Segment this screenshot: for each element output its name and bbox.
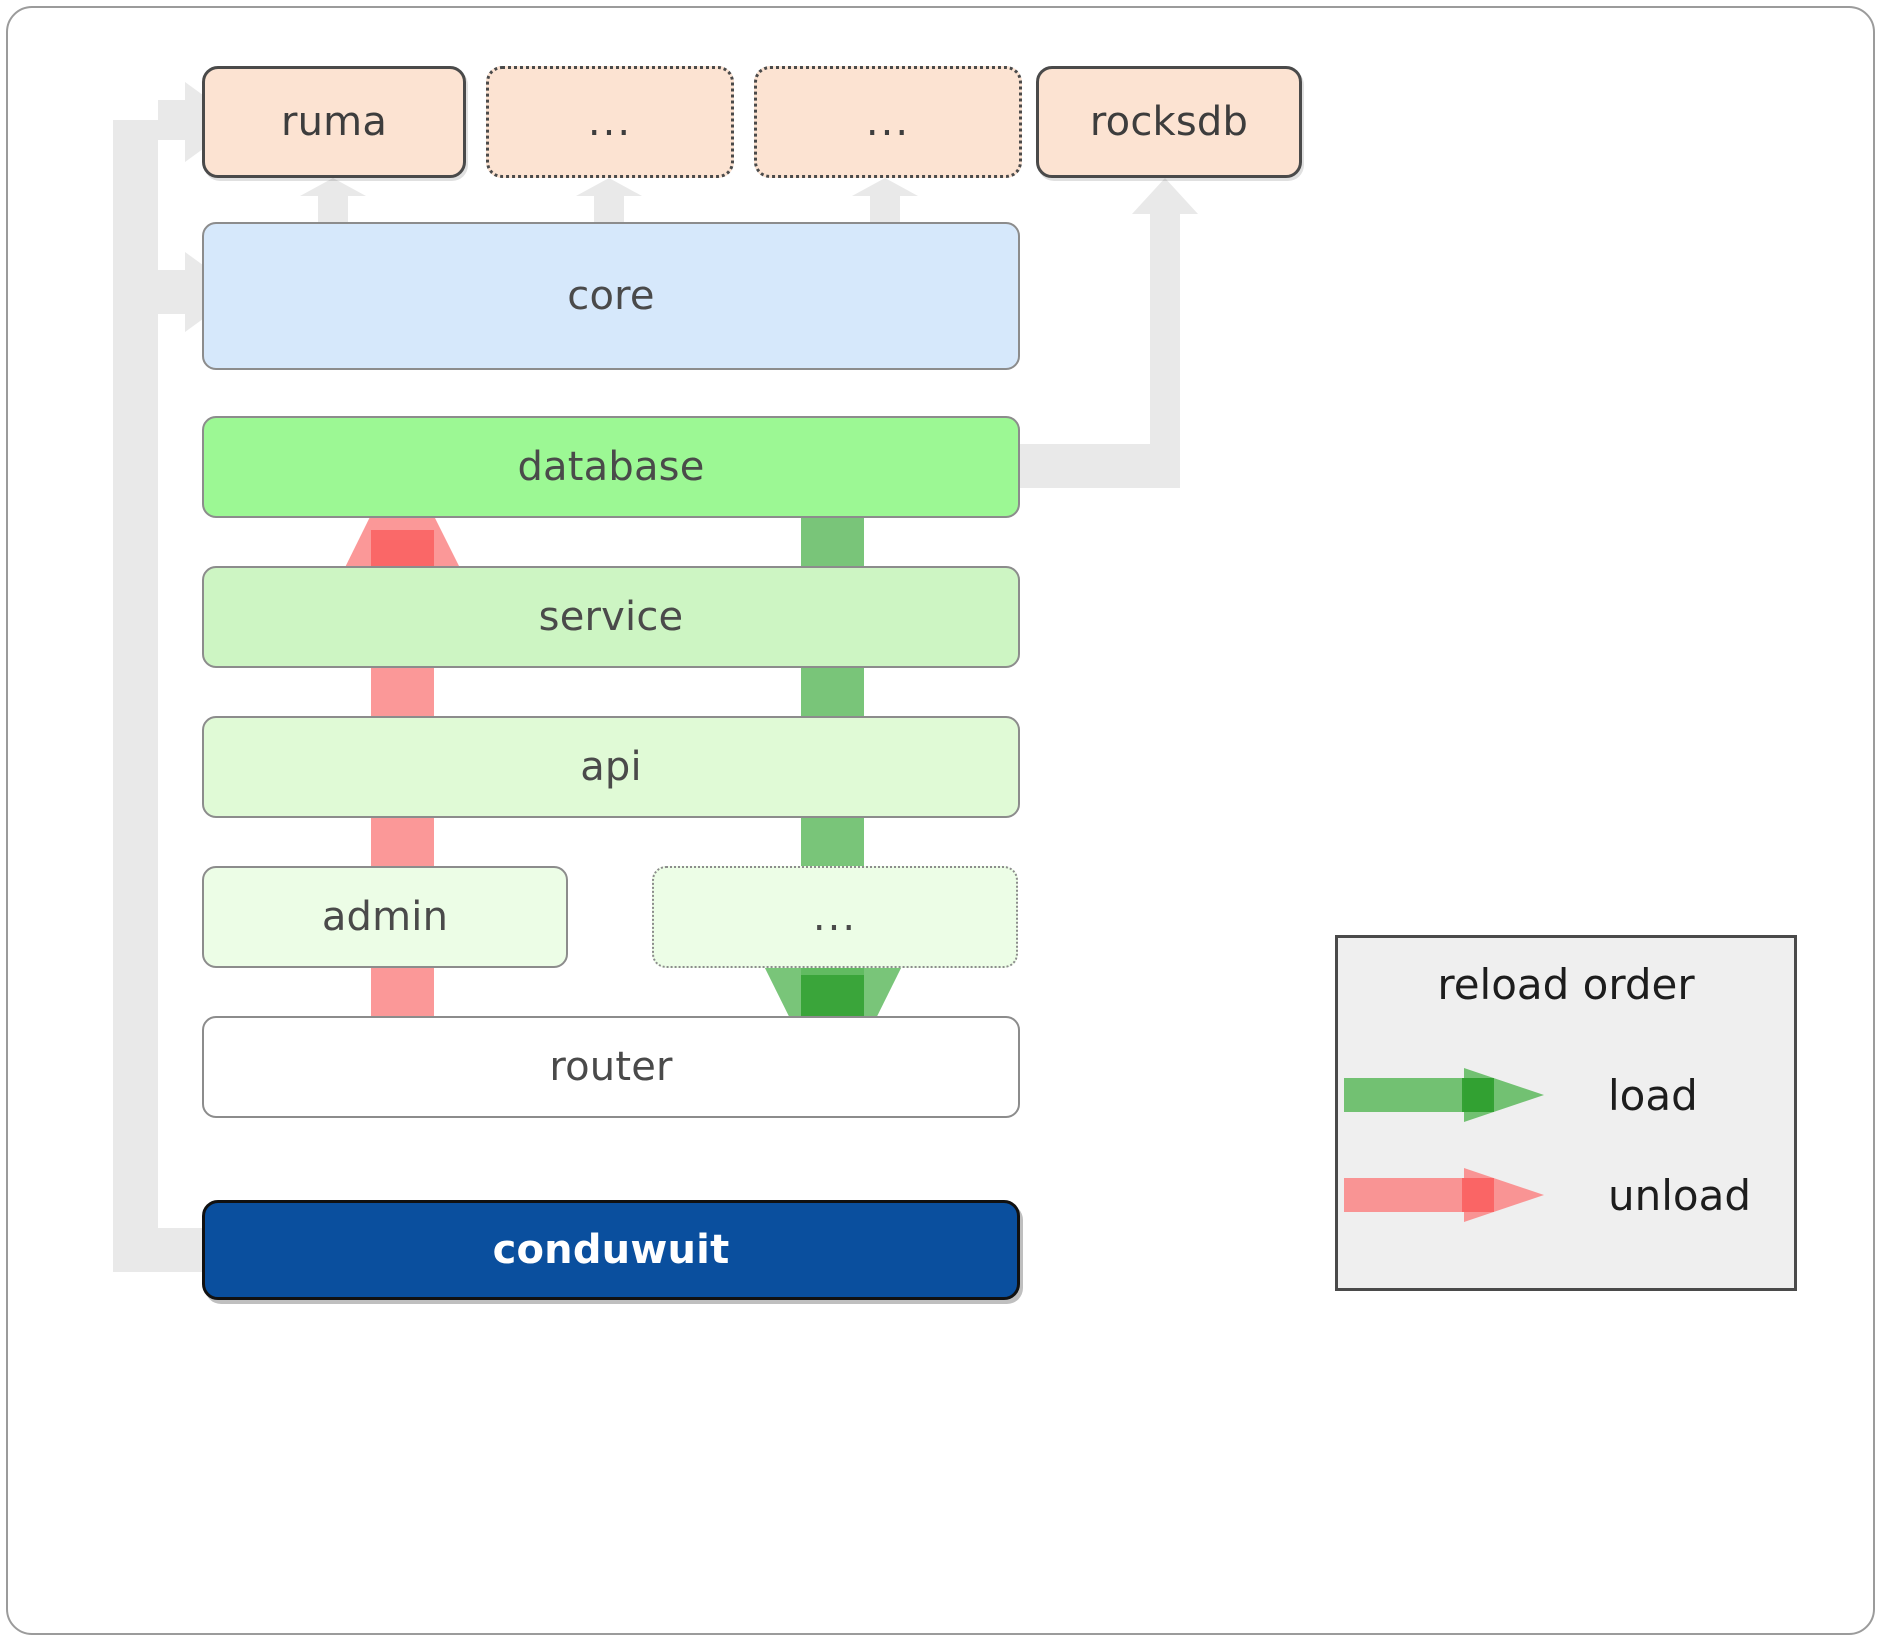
stack-box-service[interactable]: service [202, 566, 1020, 668]
stack-label-service: service [538, 594, 684, 640]
stack-label-admin: admin [321, 894, 449, 940]
legend-panel: reload order load unload [1335, 935, 1797, 1291]
stack-label-api: api [580, 744, 642, 790]
stack-box-api[interactable]: api [202, 716, 1020, 818]
dependency-box-ellipsis-1[interactable]: ... [486, 66, 734, 178]
legend-label-unload: unload [1608, 1170, 1752, 1220]
stack-label-core: core [567, 273, 655, 319]
dependency-label-ruma: ruma [280, 99, 388, 145]
dependency-box-ellipsis-2[interactable]: ... [754, 66, 1022, 178]
stack-box-ellipsis[interactable]: ... [652, 866, 1018, 968]
load-arrow-icon [1344, 1068, 1544, 1122]
legend-item-load: load [1338, 1056, 1794, 1134]
stack-box-core[interactable]: core [202, 222, 1020, 370]
dependency-box-rocksdb[interactable]: rocksdb [1036, 66, 1302, 178]
stack-box-router[interactable]: router [202, 1016, 1020, 1118]
dependency-label-ellipsis-1: ... [587, 99, 633, 145]
dependency-label-ellipsis-2: ... [865, 99, 911, 145]
binary-box-conduwuit[interactable]: conduwuit [202, 1200, 1020, 1300]
stack-label-router: router [549, 1044, 673, 1090]
dependency-box-ruma[interactable]: ruma [202, 66, 466, 178]
legend-label-load: load [1608, 1070, 1698, 1120]
stack-label-ellipsis: ... [812, 894, 858, 940]
unload-arrow-icon [1344, 1168, 1544, 1222]
legend-item-unload: unload [1338, 1156, 1794, 1234]
stack-box-database[interactable]: database [202, 416, 1020, 518]
legend-title: reload order [1437, 960, 1695, 1009]
stack-box-admin[interactable]: admin [202, 866, 568, 968]
binary-label-conduwuit: conduwuit [492, 1227, 730, 1273]
dependency-label-rocksdb: rocksdb [1089, 99, 1249, 145]
stack-label-database: database [517, 444, 705, 490]
